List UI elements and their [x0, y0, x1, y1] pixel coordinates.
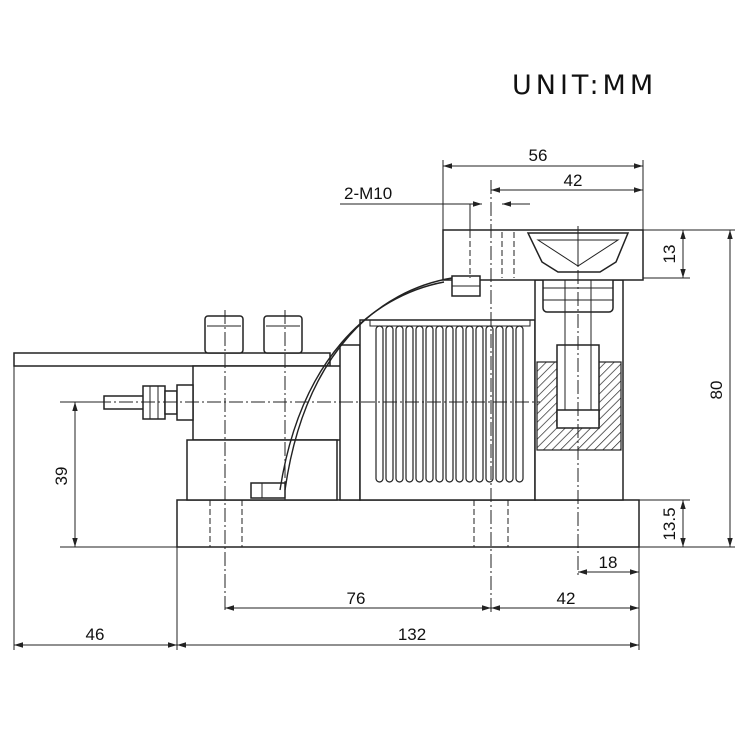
swing-arc-inner: [279, 281, 445, 491]
dim-bolt-spec: 2-M10: [344, 184, 392, 203]
dim-total-height: 80: [707, 381, 726, 400]
bellows-fold: [385, 325, 394, 483]
dimension-labels: 56 42 2-M10 13 80 39 13.5 18 76 42 46 13…: [52, 146, 726, 644]
left-bracket: [13, 315, 342, 501]
bellows-fold: [415, 325, 424, 483]
unit-label: UNIT:MM: [512, 70, 658, 101]
bellows-fold: [515, 325, 524, 483]
bellows-fold: [485, 325, 494, 483]
top-plate: [442, 229, 644, 297]
right-block: [534, 275, 624, 501]
bellows-fold: [455, 325, 464, 483]
bellows-fold: [405, 325, 414, 483]
dim-base-thickness: 13.5: [660, 507, 679, 540]
dim-base-length: 132: [398, 625, 426, 644]
bellows-fold: [435, 325, 444, 483]
dim-bolt-offset: 18: [599, 553, 618, 572]
bellows: [375, 325, 524, 483]
dim-sensor-height: 39: [52, 467, 71, 486]
dim-top-width: 56: [529, 146, 548, 165]
load-cell: [339, 319, 536, 501]
dimension-lines: [14, 163, 733, 648]
dim-right-offset: 42: [557, 589, 576, 608]
center-lines: [75, 180, 579, 612]
bellows-fold: [505, 325, 514, 483]
base-plate: [176, 499, 640, 548]
swing-arc: [284, 277, 453, 491]
bellows-fold: [465, 325, 474, 483]
dim-top-plate-thickness: 13: [660, 245, 679, 264]
bellows-fold: [395, 325, 404, 483]
bellows-fold: [425, 325, 434, 483]
dim-top-inner: 42: [564, 171, 583, 190]
dim-hole-spacing: 76: [347, 589, 366, 608]
bellows-fold: [445, 325, 454, 483]
dim-bracket-overhang: 46: [86, 625, 105, 644]
bellows-fold: [475, 325, 484, 483]
bellows-fold: [375, 325, 384, 483]
bellows-fold: [495, 325, 504, 483]
